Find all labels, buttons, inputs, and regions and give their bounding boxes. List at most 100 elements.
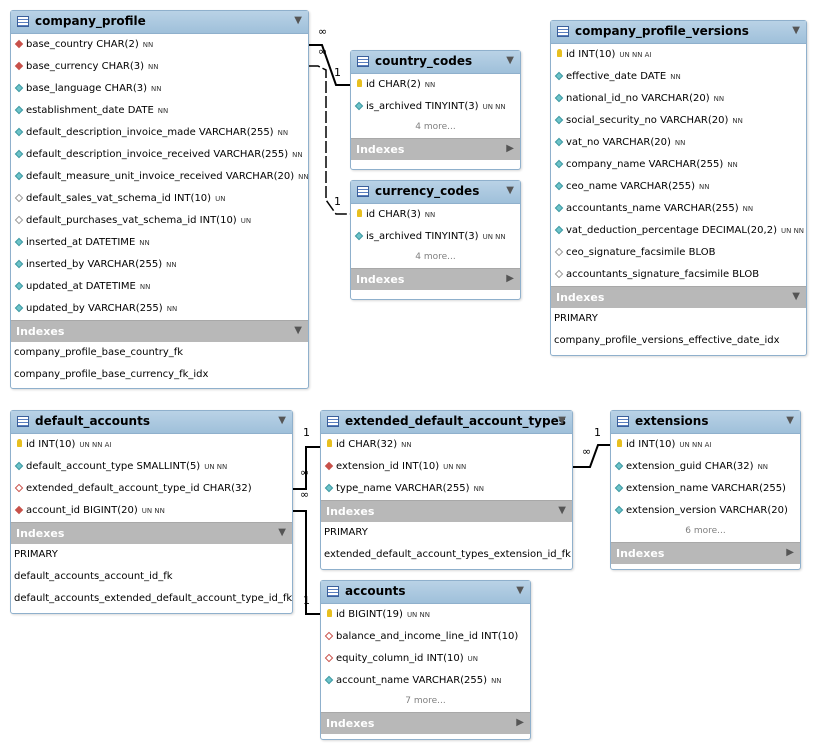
column-row[interactable]: id INT(10)UN NN AI (11, 434, 292, 456)
column-row[interactable]: is_archived TINYINT(3)UN NN (351, 96, 520, 118)
index-row[interactable]: PRIMARY (554, 313, 598, 324)
column-row[interactable]: default_purchases_vat_schema_id INT(10)U… (11, 210, 308, 232)
column-row[interactable]: balance_and_income_line_id INT(10) (321, 626, 530, 648)
table-header[interactable]: currency_codes▼ (351, 181, 520, 204)
column-row[interactable]: accountants_name VARCHAR(255)NN (551, 198, 806, 220)
more-columns-link[interactable]: 4 more... (415, 122, 456, 132)
table-header[interactable]: company_profile_versions▼ (551, 21, 806, 44)
table-header[interactable]: accounts▼ (321, 581, 530, 604)
collapse-arrow-icon[interactable]: ▼ (294, 15, 302, 26)
index-row[interactable]: company_profile_base_country_fk (14, 347, 184, 358)
column-row[interactable]: account_id BIGINT(20)UN NN (11, 500, 292, 522)
column-flags: UN NN (406, 611, 430, 619)
index-row[interactable]: PRIMARY (324, 527, 368, 538)
indexes-bar[interactable]: Indexes▼ (551, 286, 806, 308)
column-row[interactable]: extension_version VARCHAR(20) (611, 500, 800, 522)
indexes-bar[interactable]: Indexes▶ (351, 138, 520, 160)
table-header[interactable]: extended_default_account_types▼ (321, 411, 572, 434)
column-row[interactable]: social_security_no VARCHAR(20)NN (551, 110, 806, 132)
column-row[interactable]: extension_id INT(10)UN NN (321, 456, 572, 478)
column-row[interactable]: default_description_invoice_made VARCHAR… (11, 122, 308, 144)
column-row[interactable]: company_name VARCHAR(255)NN (551, 154, 806, 176)
expand-arrow-icon[interactable]: ▶ (516, 717, 524, 728)
indexes-bar[interactable]: Indexes▼ (11, 522, 292, 544)
indexes-bar[interactable]: Indexes▶ (351, 268, 520, 290)
column-row[interactable]: id BIGINT(19)UN NN (321, 604, 530, 626)
collapse-arrow-icon[interactable]: ▼ (506, 55, 514, 66)
collapse-arrow-icon[interactable]: ▼ (558, 415, 566, 426)
column-row[interactable]: ceo_signature_facsimile BLOB (551, 242, 806, 264)
indexes-bar[interactable]: Indexes▶ (321, 712, 530, 734)
column-row[interactable]: accountants_signature_facsimile BLOB (551, 264, 806, 286)
table-header[interactable]: default_accounts▼ (11, 411, 292, 434)
table-header[interactable]: extensions▼ (611, 411, 800, 434)
collapse-arrow-icon[interactable]: ▼ (792, 291, 800, 302)
table-extended-default-account-types[interactable]: extended_default_account_types▼id CHAR(3… (320, 410, 573, 570)
column-row[interactable]: vat_no VARCHAR(20)NN (551, 132, 806, 154)
column-row[interactable]: ceo_name VARCHAR(255)NN (551, 176, 806, 198)
column-row[interactable]: id INT(10)UN NN AI (551, 44, 806, 66)
column-row[interactable]: vat_deduction_percentage DECIMAL(20,2)UN… (551, 220, 806, 242)
expand-arrow-icon[interactable]: ▶ (786, 547, 794, 558)
indexes-bar[interactable]: Indexes▼ (321, 500, 572, 522)
index-row[interactable]: company_profile_base_currency_fk_idx (14, 369, 209, 380)
indexes-bar[interactable]: Indexes▼ (11, 320, 308, 342)
column-row[interactable]: base_country CHAR(2)NN (11, 34, 308, 56)
column-flags: NN (139, 283, 151, 291)
expand-arrow-icon[interactable]: ▶ (506, 143, 514, 154)
collapse-arrow-icon[interactable]: ▼ (792, 25, 800, 36)
column-row[interactable]: national_id_no VARCHAR(20)NN (551, 88, 806, 110)
column-row[interactable]: default_measure_unit_invoice_received VA… (11, 166, 309, 188)
index-row[interactable]: default_accounts_account_id_fk (14, 571, 173, 582)
collapse-arrow-icon[interactable]: ▼ (506, 185, 514, 196)
expand-arrow-icon[interactable]: ▶ (506, 273, 514, 284)
column-row[interactable]: id CHAR(3)NN (351, 204, 520, 226)
column-row[interactable]: is_archived TINYINT(3)UN NN (351, 226, 520, 248)
column-row[interactable]: type_name VARCHAR(255)NN (321, 478, 572, 500)
table-company-profile-versions[interactable]: company_profile_versions▼id INT(10)UN NN… (550, 20, 807, 356)
column-name: extended_default_account_type_id CHAR(32… (26, 483, 252, 494)
collapse-arrow-icon[interactable]: ▼ (294, 325, 302, 336)
column-row[interactable]: updated_by VARCHAR(255)NN (11, 298, 308, 320)
index-row[interactable]: company_profile_versions_effective_date_… (554, 335, 780, 346)
column-row[interactable]: inserted_by VARCHAR(255)NN (11, 254, 308, 276)
table-header[interactable]: country_codes▼ (351, 51, 520, 74)
column-row[interactable]: account_name VARCHAR(255)NN (321, 670, 530, 692)
more-columns-link[interactable]: 4 more... (415, 252, 456, 262)
column-row[interactable]: id CHAR(32)NN (321, 434, 572, 456)
collapse-arrow-icon[interactable]: ▼ (516, 585, 524, 596)
collapse-arrow-icon[interactable]: ▼ (786, 415, 794, 426)
table-header[interactable]: company_profile▼ (11, 11, 308, 34)
indexes-bar[interactable]: Indexes▶ (611, 542, 800, 564)
column-row[interactable]: base_language CHAR(3)NN (11, 78, 308, 100)
column-row[interactable]: id INT(10)UN NN AI (611, 434, 800, 456)
index-row[interactable]: extended_default_account_types_extension… (324, 549, 571, 560)
column-row[interactable]: extended_default_account_type_id CHAR(32… (11, 478, 292, 500)
collapse-arrow-icon[interactable]: ▼ (278, 415, 286, 426)
collapse-arrow-icon[interactable]: ▼ (558, 505, 566, 516)
column-row[interactable]: id CHAR(2)NN (351, 74, 520, 96)
column-row[interactable]: extension_name VARCHAR(255) (611, 478, 800, 500)
index-row[interactable]: default_accounts_extended_default_accoun… (14, 593, 293, 604)
column-icon (14, 149, 24, 159)
column-row[interactable]: equity_column_id INT(10)UN (321, 648, 530, 670)
more-columns-link[interactable]: 6 more... (685, 526, 726, 536)
column-row[interactable]: default_description_invoice_received VAR… (11, 144, 308, 166)
column-row[interactable]: default_sales_vat_schema_id INT(10)UN (11, 188, 308, 210)
more-columns-link[interactable]: 7 more... (405, 696, 446, 706)
column-row[interactable]: base_currency CHAR(3)NN (11, 56, 308, 78)
collapse-arrow-icon[interactable]: ▼ (278, 527, 286, 538)
column-row[interactable]: extension_guid CHAR(32)NN (611, 456, 800, 478)
column-row[interactable]: default_account_type SMALLINT(5)UN NN (11, 456, 292, 478)
index-row[interactable]: PRIMARY (14, 549, 58, 560)
